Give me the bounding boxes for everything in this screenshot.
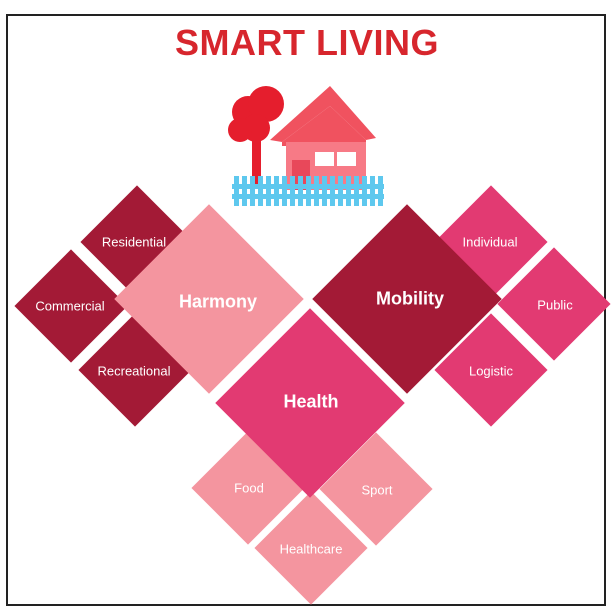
food-label: Food	[234, 480, 264, 496]
residential-label: Residential	[101, 234, 167, 250]
page-title: SMART LIVING	[175, 22, 439, 63]
house-icon	[228, 86, 384, 206]
commercial-label: Commercial	[35, 298, 105, 314]
logistic-label: Logistic	[468, 363, 514, 379]
recreational-label: Recreational	[97, 363, 171, 379]
tree-icon	[228, 86, 284, 184]
public-label: Public	[537, 297, 573, 313]
healthcare-label: Healthcare	[279, 541, 343, 557]
harmony-label: Harmony	[178, 291, 258, 312]
diagram-frame	[6, 14, 606, 606]
sport-label: Sport	[361, 482, 393, 498]
health-label: Health	[283, 391, 339, 412]
mobility-label: Mobility	[376, 288, 444, 309]
fence-icon	[232, 176, 384, 206]
individual-label: Individual	[462, 234, 518, 250]
